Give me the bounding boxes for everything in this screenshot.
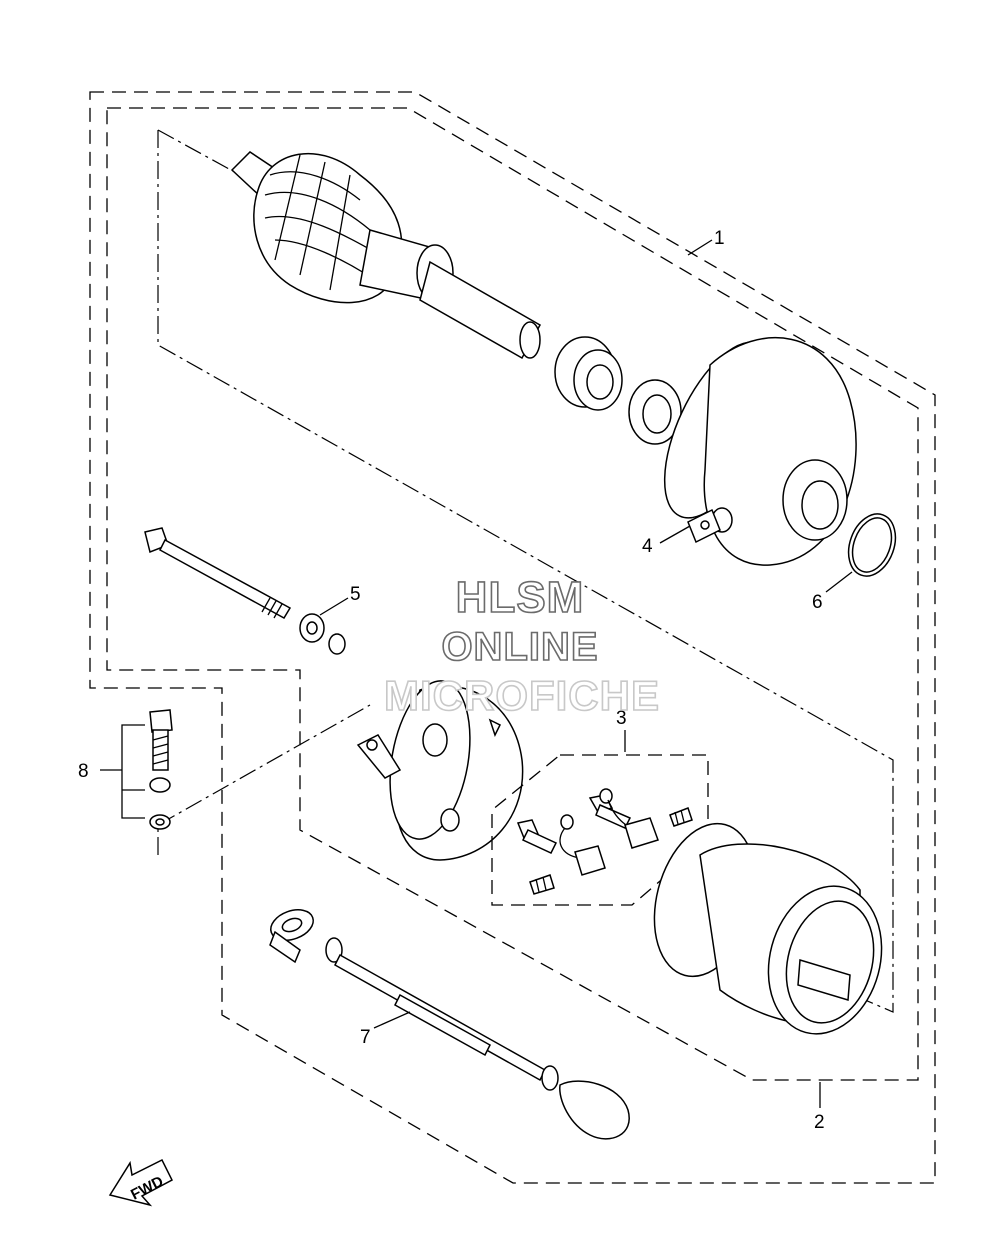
brush-kit-boundary (491, 754, 709, 906)
small-o-ring[interactable] (328, 633, 346, 655)
leader-line-1 (687, 239, 713, 256)
watermark-line-1: HLSM (456, 573, 585, 622)
washer-hole (306, 621, 318, 635)
alignment-line-bolt (157, 704, 371, 855)
bearing[interactable] (554, 336, 623, 411)
fwd-arrow-icon (108, 1158, 173, 1207)
through-bolt[interactable] (144, 527, 292, 620)
callout-1: 1 (714, 228, 725, 249)
callout-7: 7 (360, 1027, 371, 1048)
callout-3: 3 (616, 708, 627, 729)
forward-direction-indicator: FWD (108, 1158, 173, 1207)
lock-washer[interactable] (149, 777, 171, 793)
o-ring-inner (851, 517, 893, 573)
leader-line-4 (659, 525, 691, 544)
callout-8: 8 (78, 761, 89, 782)
leader-line-6 (825, 571, 853, 593)
rear-cover[interactable] (356, 675, 524, 861)
brush-kit[interactable] (516, 788, 693, 895)
callout-4: 4 (642, 536, 653, 557)
assembly-boundary-inner (106, 107, 919, 1081)
alignment-line-armature (157, 130, 894, 1013)
mounting-bolt[interactable] (149, 709, 173, 771)
leader-line-5 (319, 597, 349, 616)
watermark-line-2: ONLINE (441, 625, 598, 669)
alignment-line-axis (157, 129, 241, 176)
front-cover[interactable] (642, 326, 857, 566)
assembly-boundary-outer (89, 91, 936, 1184)
callout-6: 6 (812, 592, 823, 613)
flat-washer-hole (155, 818, 165, 826)
armature[interactable] (230, 151, 542, 360)
callout-2: 2 (814, 1112, 825, 1133)
watermark-line-3: MICROFICHE (384, 672, 660, 719)
bolt-group-bracket (100, 724, 145, 819)
oil-seal[interactable] (628, 379, 682, 445)
callout-5: 5 (350, 584, 361, 605)
starter-cable[interactable] (267, 904, 630, 1140)
leader-line-7 (373, 1011, 411, 1029)
yoke[interactable] (638, 812, 897, 1046)
